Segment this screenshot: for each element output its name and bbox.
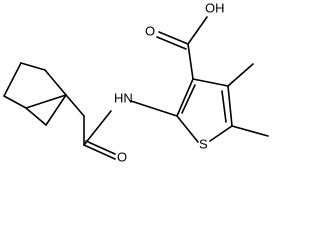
bond-c2-c3-inner — [181, 84, 196, 114]
bond-nh-c2 — [130, 100, 178, 117]
bond-c4-methyl — [227, 63, 254, 87]
bond-norbornane-2 — [20, 62, 46, 71]
bond-amide-co-2 — [85, 140, 116, 155]
bond-c3-c4 — [192, 78, 229, 87]
bonds — [3, 16, 269, 160]
bond-c4-c5-outer — [227, 85, 233, 127]
atom-label-amide-o: O — [117, 149, 127, 164]
atom-label-carboxylic-o: O — [145, 23, 155, 38]
bond-cooh-oh — [187, 16, 208, 45]
bond-norbornane-7 — [45, 94, 67, 126]
atom-label-amide-nh: HN — [114, 90, 133, 105]
bond-norbornane-3 — [44, 69, 67, 96]
bond-c3-cooh — [187, 43, 194, 80]
bond-norbornane-6 — [25, 107, 47, 126]
bond-cooh-o-1 — [158, 31, 189, 45]
bond-s-c2 — [176, 115, 199, 143]
atom-labels: OH O HN S O — [114, 0, 225, 164]
bond-c5-s — [209, 125, 233, 142]
atom-label-thiophene-s: S — [199, 136, 208, 151]
molecule-structure: OH O HN S O — [3, 0, 269, 164]
bond-bridgehead-ch2 — [65, 94, 85, 117]
atom-label-carboxylic-oh: OH — [205, 0, 225, 15]
bond-carbonyl-nh — [83, 110, 112, 146]
bond-cooh-o-2 — [156, 36, 187, 50]
bond-norbornane-5 — [25, 94, 67, 109]
bond-norbornane-1 — [3, 62, 22, 97]
bond-c4-c5-inner — [221, 90, 227, 123]
bond-c5-methyl — [231, 125, 269, 137]
bond-norbornane-4 — [3, 95, 27, 109]
bond-amide-co-1 — [83, 144, 116, 160]
bond-c2-c3-outer — [176, 78, 194, 117]
